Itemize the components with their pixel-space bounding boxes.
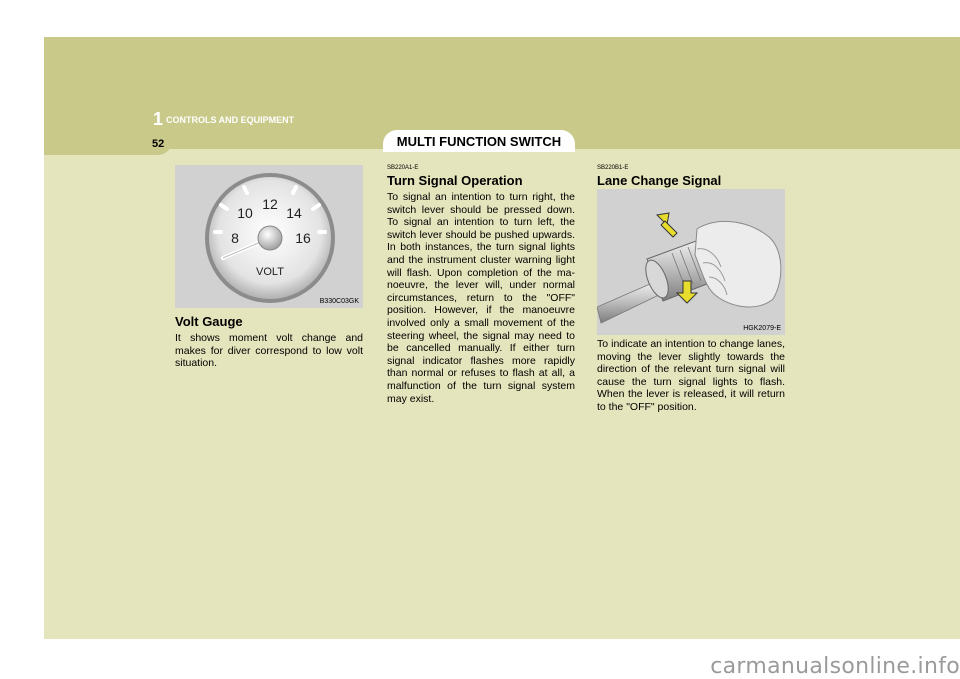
dial-number: 8 <box>231 230 239 246</box>
image-code: B330C03GK <box>319 298 359 305</box>
volt-gauge-figure: 8 10 12 14 16 VOLT B330C03GK <box>175 165 363 308</box>
volt-gauge-icon: 8 10 12 14 16 VOLT <box>205 173 335 303</box>
dial-number: 14 <box>286 205 302 221</box>
arrow-down-icon <box>675 280 699 304</box>
section-code: SB220B1-E <box>597 165 629 171</box>
turn-signal-text: To signal an intention to turn right, th… <box>387 191 575 405</box>
dial-label: VOLT <box>256 266 284 278</box>
section-title: MULTI FUNCTION SWITCH <box>383 130 575 152</box>
lane-change-heading: Lane Change Signal <box>597 173 722 188</box>
turn-signal-lever-icon <box>596 212 782 324</box>
image-code: HGK2079-E <box>743 325 781 332</box>
volt-gauge-text: It shows moment volt change and makes fo… <box>175 332 363 370</box>
chapter-number: 1 <box>153 109 164 129</box>
section-code: SB220A1-E <box>387 165 419 171</box>
dial-number: 16 <box>295 230 311 246</box>
dial-number: 12 <box>262 196 278 212</box>
turn-signal-heading: Turn Signal Operation <box>387 173 523 188</box>
lane-change-figure: HGK2079-E <box>596 189 785 335</box>
watermark: carmanualsonline.info <box>710 654 960 679</box>
page-number: 52 <box>152 138 165 150</box>
chapter-title: CONTROLS AND EQUIPMENT <box>166 115 295 125</box>
volt-gauge-heading: Volt Gauge <box>175 314 243 329</box>
arrow-up-icon <box>655 212 678 238</box>
lane-change-text: To indicate an intention to change lanes… <box>597 338 785 413</box>
page-number-tab <box>44 133 172 155</box>
dial-number: 10 <box>237 205 253 221</box>
